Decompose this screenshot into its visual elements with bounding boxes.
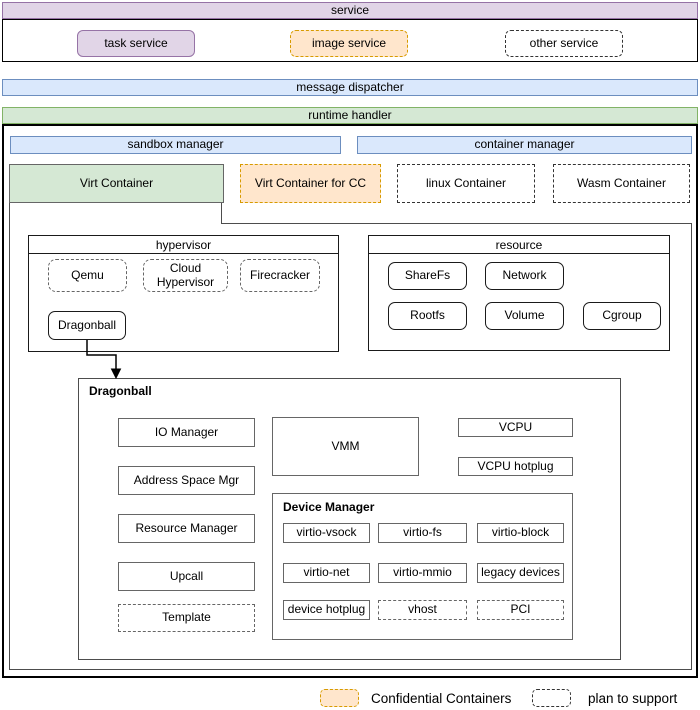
template-node: Template (118, 604, 255, 632)
dragonball-hypervisor-node: Dragonball (48, 311, 126, 340)
dragonball-box-title: Dragonball (89, 384, 152, 398)
upcall-node: Upcall (118, 562, 255, 591)
virtio-vsock-node: virtio-vsock (283, 523, 370, 543)
cloud-hypervisor-node: Cloud Hypervisor (143, 259, 228, 292)
virtio-fs-node: virtio-fs (378, 523, 467, 543)
device-manager-title: Device Manager (283, 500, 375, 514)
io-manager-node: IO Manager (118, 418, 255, 447)
task-service-node: task service (77, 30, 195, 57)
linux-container-node: linux Container (397, 164, 535, 203)
message-dispatcher-bar: message dispatcher (2, 79, 698, 96)
device-hotplug-node: device hotplug (283, 600, 370, 620)
other-service-node: other service (505, 30, 623, 57)
service-layer-header: service (2, 2, 698, 19)
resource-group-title: resource (369, 236, 669, 254)
vhost-node: vhost (378, 600, 467, 620)
virt-container-tab: Virt Container (9, 164, 224, 203)
sharefs-node: ShareFs (388, 262, 467, 290)
resource-manager-node: Resource Manager (118, 514, 255, 543)
confidential-containers-legend-label: Confidential Containers (371, 690, 512, 706)
container-manager-bar: container manager (357, 136, 692, 154)
address-space-mgr-node: Address Space Mgr (118, 466, 255, 495)
virtio-net-node: virtio-net (283, 563, 370, 583)
rootfs-node: Rootfs (388, 302, 467, 330)
cgroup-node: Cgroup (583, 302, 661, 330)
vmm-node: VMM (272, 417, 419, 476)
virt-container-cc-node: Virt Container for CC (240, 164, 381, 203)
image-service-node: image service (290, 30, 408, 57)
plan-to-support-swatch-icon (532, 689, 571, 707)
resource-group: resource (368, 235, 670, 351)
confidential-containers-swatch-icon (320, 689, 359, 707)
virtio-block-node: virtio-block (477, 523, 564, 543)
runtime-handler-header: runtime handler (2, 107, 698, 124)
sandbox-manager-bar: sandbox manager (10, 136, 341, 154)
volume-node: Volume (485, 302, 564, 330)
network-node: Network (485, 262, 564, 290)
legacy-devices-node: legacy devices (477, 563, 564, 583)
qemu-node: Qemu (48, 259, 127, 292)
wasm-container-node: Wasm Container (553, 164, 690, 203)
hypervisor-group-title: hypervisor (29, 236, 338, 254)
vcpu-hotplug-node: VCPU hotplug (458, 457, 573, 476)
pci-node: PCI (477, 600, 564, 620)
firecracker-node: Firecracker (240, 259, 320, 292)
vcpu-node: VCPU (458, 418, 573, 437)
virt-container-tab-neck (9, 202, 222, 224)
plan-to-support-legend-label: plan to support (588, 690, 678, 706)
virtio-mmio-node: virtio-mmio (378, 563, 467, 583)
